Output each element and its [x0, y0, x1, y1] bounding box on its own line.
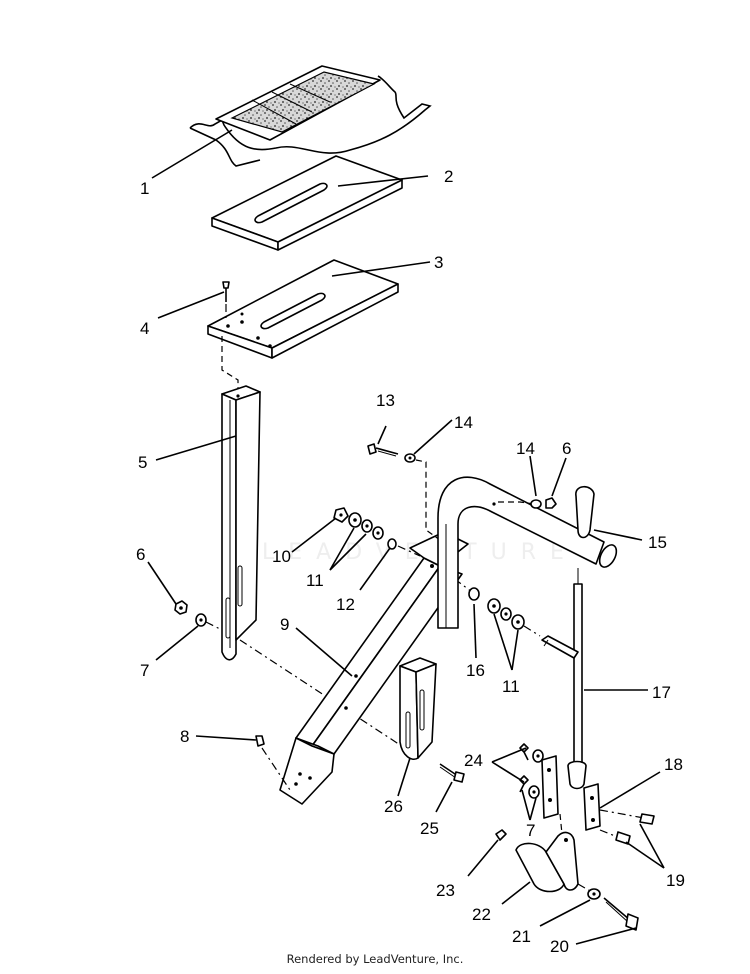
callout-14-right: 14 — [516, 439, 535, 458]
part-3-mount-plate — [207, 259, 399, 359]
part-6-7-nut-washer — [174, 600, 223, 631]
part-21-20-washer-bolt — [577, 883, 639, 931]
part-4-screw — [222, 281, 230, 322]
callout-18: 18 — [664, 755, 683, 774]
callout-16: 16 — [466, 661, 485, 680]
callout-2: 2 — [444, 167, 453, 186]
callout-17: 17 — [652, 683, 671, 702]
callout-7-left: 7 — [140, 661, 149, 680]
callout-8: 8 — [180, 727, 189, 746]
callout-22: 22 — [472, 905, 491, 924]
callout-25: 25 — [420, 819, 439, 838]
watermark: LEADVENTURE — [262, 540, 578, 565]
callout-24: 24 — [464, 751, 483, 770]
leader-lines — [147, 129, 665, 945]
callout-12: 12 — [336, 595, 355, 614]
callout-1: 1 — [140, 179, 149, 198]
callout-13: 13 — [376, 391, 395, 410]
callout-9: 9 — [280, 615, 289, 634]
callouts: 1 2 3 4 5 6 7 8 9 10 11 12 13 14 14 6 15… — [136, 167, 685, 956]
part-1-boot — [189, 65, 432, 167]
callout-3: 3 — [434, 253, 443, 272]
footer-credit: Rendered by LeadVenture, Inc. — [286, 952, 464, 966]
part-13-14-bolt-washer — [367, 443, 441, 541]
callout-20: 20 — [550, 937, 569, 956]
callout-21: 21 — [512, 927, 531, 946]
callout-4: 4 — [140, 319, 149, 338]
part-18-link-plate — [583, 783, 601, 831]
part-26-bracket — [399, 657, 437, 760]
part-19-pins — [599, 809, 655, 845]
part-5-bracket — [221, 336, 261, 661]
callout-15: 15 — [648, 533, 667, 552]
part-25-bolt — [439, 763, 465, 783]
part-14-6-nut-top — [498, 497, 557, 509]
callout-14-left: 14 — [454, 413, 473, 432]
part-2-plate — [211, 155, 403, 251]
part-22-pivot — [515, 813, 579, 893]
callout-11-right: 11 — [502, 677, 520, 696]
part-16-11-washers-right — [439, 567, 541, 637]
part-15-shift-tube — [437, 476, 618, 629]
callout-7-right: 7 — [526, 821, 535, 840]
callout-11-left: 11 — [306, 571, 324, 590]
part-24-7-pins — [519, 743, 559, 819]
callout-5: 5 — [138, 453, 147, 472]
callout-19: 19 — [666, 871, 685, 890]
part-10-11-12-washers-left — [333, 507, 421, 557]
callout-6-right: 6 — [562, 439, 571, 458]
part-23-key — [495, 829, 507, 841]
callout-10: 10 — [272, 547, 291, 566]
callout-26: 26 — [384, 797, 403, 816]
callout-23: 23 — [436, 881, 455, 900]
part-17-shift-rod — [541, 568, 587, 790]
part-8-pin — [255, 735, 291, 791]
callout-6-left: 6 — [136, 545, 145, 564]
